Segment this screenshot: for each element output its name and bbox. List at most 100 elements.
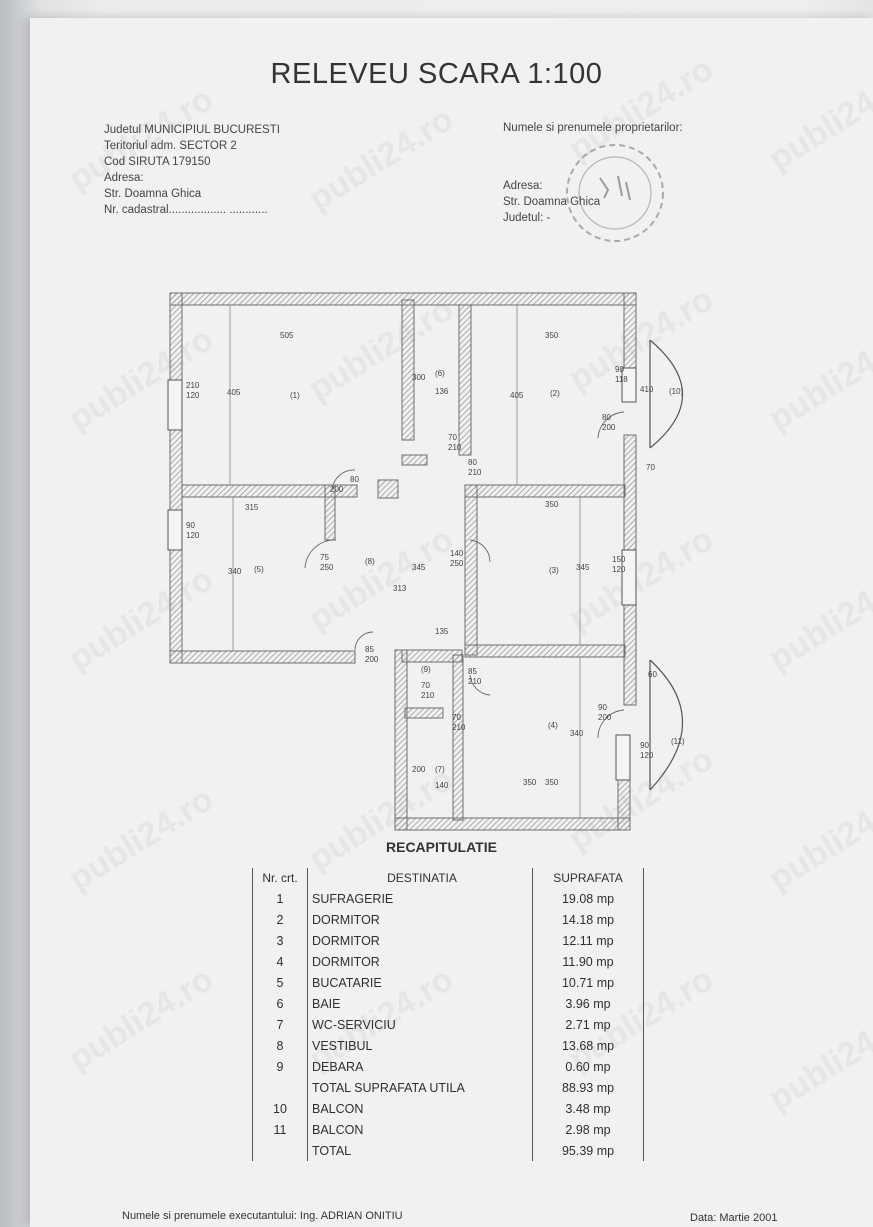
- plan-label: (9): [421, 665, 431, 674]
- plan-label: 70: [452, 713, 461, 722]
- plan-label: 85: [468, 667, 477, 676]
- plan-label: 210: [421, 691, 435, 700]
- cell-nr: 11: [252, 1119, 308, 1140]
- header-territory: Teritoriul adm. SECTOR 2: [104, 140, 237, 152]
- cell-sup: 14.18 mp: [532, 909, 644, 930]
- recap-title: RECAPITULATIE: [386, 839, 497, 855]
- plan-label: 210: [186, 381, 200, 390]
- cell-nr: 2: [252, 909, 308, 930]
- header-address-label: Adresa:: [104, 172, 144, 184]
- cell-sup: 10.71 mp: [532, 972, 644, 993]
- plan-label: 210: [452, 723, 466, 732]
- plan-label: 118: [615, 375, 628, 384]
- recap-header-row: Nr. crt. DESTINATIA SUPRAFATA: [252, 868, 644, 888]
- plan-label: (7): [435, 765, 445, 774]
- cell-sup: 88.93 mp: [532, 1077, 644, 1098]
- plan-label: 135: [435, 627, 449, 636]
- plan-label: 350: [523, 778, 537, 787]
- owner-address-label: Adresa:: [503, 180, 543, 192]
- plan-label: 345: [576, 563, 590, 572]
- cell-dest: TOTAL SUPRAFATA UTILA: [307, 1077, 533, 1098]
- plan-label: 136: [435, 387, 449, 396]
- plan-label: (6): [435, 369, 445, 378]
- cell-dest: SUFRAGERIE: [307, 888, 533, 909]
- plan-label: 313: [393, 584, 407, 593]
- plan-label: 90: [640, 741, 649, 750]
- cell-nr: 3: [252, 930, 308, 951]
- plan-label: 85: [365, 645, 374, 654]
- owner-street: Str. Doamna Ghica: [503, 196, 601, 208]
- cell-dest: TOTAL: [307, 1140, 533, 1161]
- plan-label: (5): [254, 565, 264, 574]
- plan-label: (11): [671, 737, 685, 746]
- header-siruta: Cod SIRUTA 179150: [104, 156, 211, 168]
- plan-label: 405: [510, 391, 524, 400]
- plan-label: 140: [450, 549, 464, 558]
- plan-label: 315: [245, 503, 259, 512]
- plan-label: 90: [598, 703, 607, 712]
- cell-nr: 4: [252, 951, 308, 972]
- cell-nr: 1: [252, 888, 308, 909]
- cell-sup: 0.60 mp: [532, 1056, 644, 1077]
- plan-label: 120: [186, 391, 200, 400]
- plan-label: 250: [320, 563, 334, 572]
- cell-nr: 8: [252, 1035, 308, 1056]
- header-county: Judetul MUNICIPIUL BUCURESTI: [104, 124, 280, 136]
- plan-label: 405: [227, 388, 241, 397]
- plan-label: (8): [365, 557, 375, 566]
- document-title: RELEVEU SCARA 1:100: [270, 58, 603, 90]
- cell-nr: 7: [252, 1014, 308, 1035]
- cell-dest: DEBARA: [307, 1056, 533, 1077]
- cell-nr: 9: [252, 1056, 308, 1077]
- cell-dest: BAIE: [307, 993, 533, 1014]
- plan-label: 150: [612, 555, 626, 564]
- floor-plan: 505(1)405210120(6)30013670210350(2)40590…: [167, 292, 685, 831]
- cell-dest: WC-SERVICIU: [307, 1014, 533, 1035]
- plan-label: 60: [648, 670, 657, 679]
- plan-label: 75: [320, 553, 329, 562]
- plan-label: 200: [412, 765, 426, 774]
- executor-name: Numele si prenumele executantului: Ing. …: [122, 1210, 403, 1222]
- plan-label: 505: [280, 331, 294, 340]
- plan-label: 120: [640, 751, 654, 760]
- plan-label: (10): [669, 387, 684, 396]
- plan-label: 70: [421, 681, 430, 690]
- plan-label: 345: [412, 563, 426, 572]
- plan-label: 340: [570, 729, 584, 738]
- cell-dest: BUCATARIE: [307, 972, 533, 993]
- plan-label: 300: [412, 373, 426, 382]
- plan-label: 120: [612, 565, 626, 574]
- header-street: Str. Doamna Ghica: [104, 188, 202, 200]
- cell-sup: 2.98 mp: [532, 1119, 644, 1140]
- plan-label: 350: [545, 500, 559, 509]
- official-stamp: [566, 144, 664, 242]
- plan-label: 80: [350, 475, 359, 484]
- plan-label: (4): [548, 721, 558, 730]
- plan-label: 200: [365, 655, 379, 664]
- cell-sup: 13.68 mp: [532, 1035, 644, 1056]
- cell-dest: BALCON: [307, 1098, 533, 1119]
- plan-label: 80: [602, 413, 611, 422]
- owners-label: Numele si prenumele proprietarilor:: [503, 122, 683, 134]
- cell-sup: 12.11 mp: [532, 930, 644, 951]
- plan-label: 210: [468, 677, 482, 686]
- plan-label: 200: [598, 713, 612, 722]
- plan-label: 200: [602, 423, 616, 432]
- plan-label: 210: [468, 468, 482, 477]
- col-sup: SUPRAFATA: [532, 868, 644, 888]
- plan-label: 70: [646, 463, 655, 472]
- plan-label: 250: [450, 559, 464, 568]
